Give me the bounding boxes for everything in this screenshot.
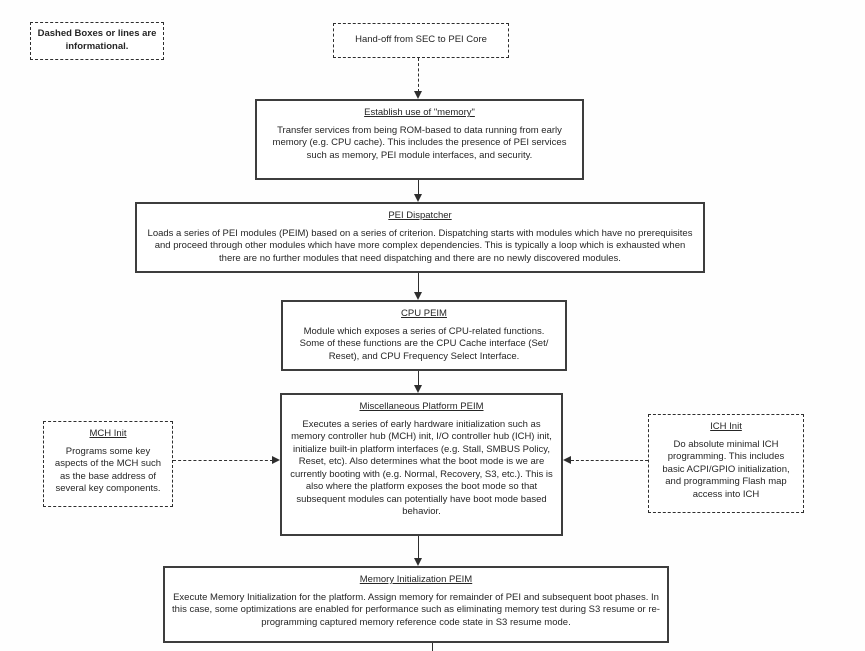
mch-title: MCH Init <box>89 428 127 439</box>
connector-ich-misc <box>571 460 648 461</box>
connector-memory-next <box>432 643 433 651</box>
cpu-body: Module which exposes a series of CPU-rel… <box>299 325 549 362</box>
node-pei-dispatcher: PEI Dispatcher Loads a series of PEI mod… <box>135 202 705 273</box>
ich-title: ICH Init <box>710 421 742 432</box>
dispatcher-body: Loads a series of PEI modules (PEIM) bas… <box>147 227 693 264</box>
establish-body: Transfer services from being ROM-based t… <box>272 124 567 161</box>
node-ich-init: ICH Init Do absolute minimal ICH program… <box>648 414 804 513</box>
memory-title: Memory Initialization PEIM <box>359 574 473 585</box>
down-arrowhead-icon <box>414 194 422 202</box>
ich-body: Do absolute minimal ICH programming. Thi… <box>662 438 790 500</box>
informational-note-text: Dashed Boxes or lines are informational. <box>37 28 157 52</box>
node-handoff-sec-to-pei: Hand-off from SEC to PEI Core <box>333 23 509 58</box>
node-informational-note: Dashed Boxes or lines are informational. <box>30 22 164 60</box>
node-establish-memory: Establish use of "memory" Transfer servi… <box>255 99 584 180</box>
misc-title: Miscellaneous Platform PEIM <box>359 401 484 412</box>
connector-mch-misc <box>173 460 273 461</box>
node-mch-init: MCH Init Programs some key aspects of th… <box>43 421 173 507</box>
handoff-label: Hand-off from SEC to PEI Core <box>355 34 487 46</box>
down-arrowhead-icon <box>414 385 422 393</box>
connector-handoff-establish <box>418 58 419 92</box>
node-cpu-peim: CPU PEIM Module which exposes a series o… <box>281 300 567 371</box>
misc-body: Executes a series of early hardware init… <box>290 418 553 518</box>
connector-establish-dispatcher <box>418 180 419 195</box>
down-arrowhead-icon <box>414 292 422 300</box>
establish-title: Establish use of "memory" <box>364 107 475 118</box>
down-arrowhead-icon <box>414 558 422 566</box>
node-memory-init-peim: Memory Initialization PEIM Execute Memor… <box>163 566 669 643</box>
cpu-title: CPU PEIM <box>401 308 447 319</box>
right-arrowhead-icon <box>272 456 280 464</box>
left-arrowhead-icon <box>563 456 571 464</box>
connector-misc-memory <box>418 536 419 559</box>
mch-body: Programs some key aspects of the MCH suc… <box>54 445 162 495</box>
down-arrowhead-icon <box>414 91 422 99</box>
dispatcher-title: PEI Dispatcher <box>388 210 452 221</box>
connector-dispatcher-cpu <box>418 273 419 293</box>
memory-body: Execute Memory Initialization for the pl… <box>172 591 660 628</box>
connector-cpu-misc <box>418 371 419 386</box>
node-misc-platform-peim: Miscellaneous Platform PEIM Executes a s… <box>280 393 563 536</box>
